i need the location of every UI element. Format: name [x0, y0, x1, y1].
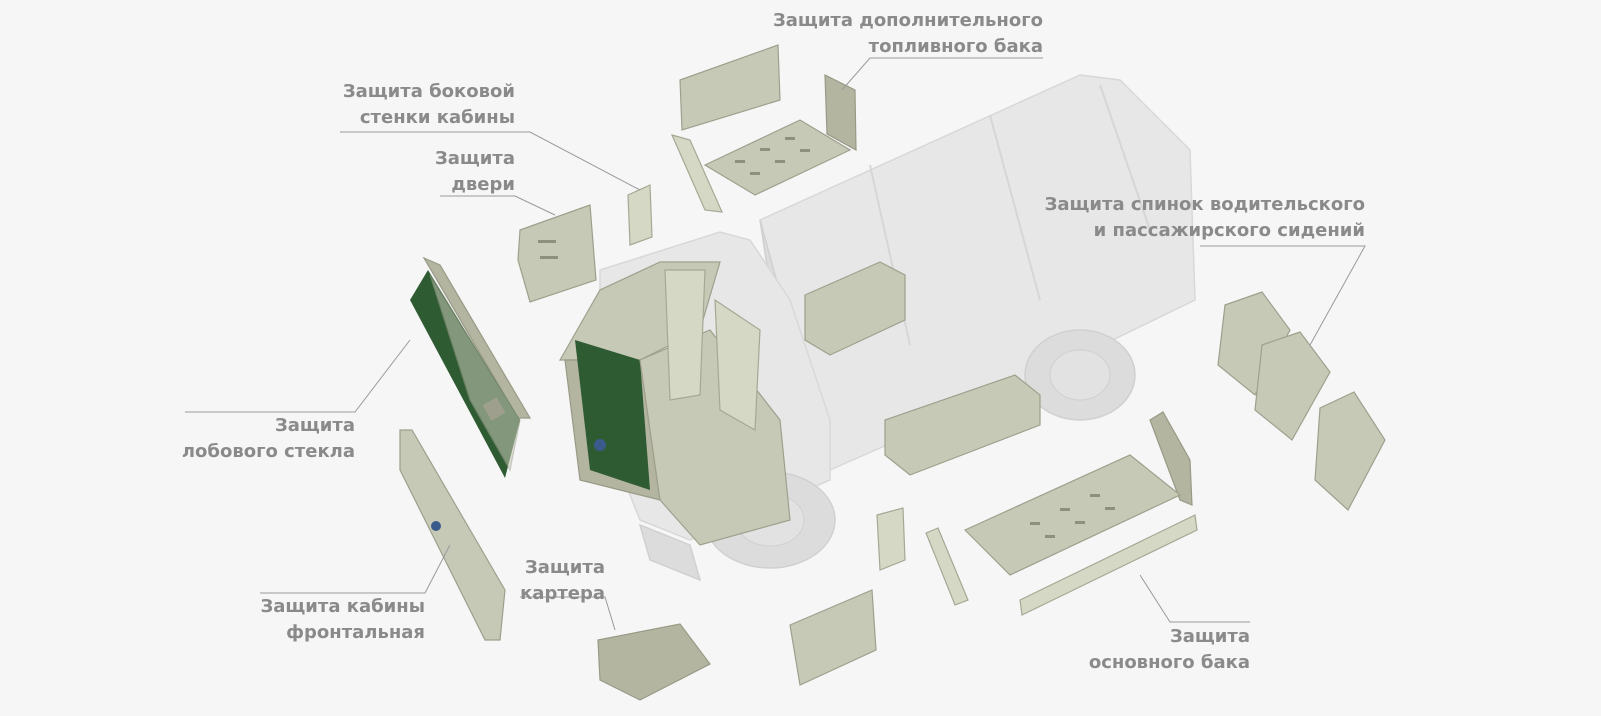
extra-tank-end-plate: [824, 74, 857, 152]
label-main-tank-line2: основного бака: [1088, 652, 1250, 673]
bumper: [638, 523, 702, 582]
label-windshield-line1: Защита: [274, 415, 355, 436]
label-crankcase-line2: картера: [520, 583, 605, 604]
label-cab-side-wall-line2: стенки кабины: [359, 107, 515, 128]
cab-partition-2: [714, 298, 761, 432]
extra-tank-top-plate: [679, 44, 781, 131]
seat-back-panels: [1217, 291, 1386, 511]
extra-tank-bottom-plate: [703, 119, 852, 196]
door-plate: [517, 204, 597, 303]
label-windshield: Защита лобового стекла: [175, 413, 355, 465]
cab-front-plate-exploded: [399, 429, 506, 641]
label-seat-backs-line2: и пассажирского сидений: [1093, 220, 1365, 241]
label-seat-backs-line1: Защита спинок водительского: [1044, 194, 1365, 215]
label-extra-fuel-tank-line1: Защита дополнительного: [772, 10, 1043, 31]
main-tank-end-plate: [1149, 411, 1193, 506]
cab-side-wall-plate: [627, 184, 653, 246]
label-cab-side-wall-line1: Защита боковой: [342, 81, 515, 102]
crankcase-plate: [597, 623, 711, 701]
leader-lines: [185, 57, 1366, 631]
installed-seat-box: [804, 261, 906, 356]
main-tank-bottom-plate: [963, 454, 1182, 576]
cab-partition-1: [664, 269, 706, 401]
extra-tank-slots: [735, 137, 810, 175]
main-tank-slots: [1030, 494, 1115, 538]
main-tank-bracket-2: [925, 527, 969, 606]
truck-emblem: [594, 439, 606, 451]
windshield-plate: [410, 256, 532, 478]
label-crankcase: Защита картера: [500, 555, 605, 607]
cab-armor-installed: [558, 261, 1041, 546]
main-tank-bracket-1: [876, 507, 906, 571]
label-door-line2: двери: [451, 174, 515, 195]
label-cab-front: Защита кабины фронтальная: [245, 594, 425, 646]
label-extra-fuel-tank-line2: топливного бака: [868, 36, 1043, 57]
installed-windshield-camo: [575, 340, 650, 490]
main-tank-door-like-plate: [789, 589, 877, 686]
label-door: Защита двери: [400, 146, 515, 198]
label-cab-front-line1: Защита кабины: [260, 596, 425, 617]
label-windshield-line2: лобового стекла: [181, 441, 355, 462]
main-tank-long-plate: [1019, 514, 1198, 616]
extra-fuel-tank-parts: [670, 44, 857, 213]
label-seat-backs: Защита спинок водительского и пассажирск…: [1030, 192, 1365, 244]
main-tank-parts: [789, 411, 1198, 686]
label-door-line1: Защита: [434, 148, 515, 169]
label-crankcase-line1: Защита: [524, 557, 605, 578]
label-main-tank-line1: Защита: [1169, 626, 1250, 647]
extra-tank-side-plate: [670, 134, 723, 213]
rear-wheel-hub: [1049, 349, 1111, 401]
label-cab-front-line2: фронтальная: [286, 622, 425, 643]
installed-tank-armor: [884, 374, 1041, 476]
label-main-tank: Защита основного бака: [1060, 624, 1250, 676]
label-extra-fuel-tank: Защита дополнительного топливного бака: [765, 8, 1043, 60]
label-cab-side-wall: Защита боковой стенки кабины: [330, 79, 515, 131]
